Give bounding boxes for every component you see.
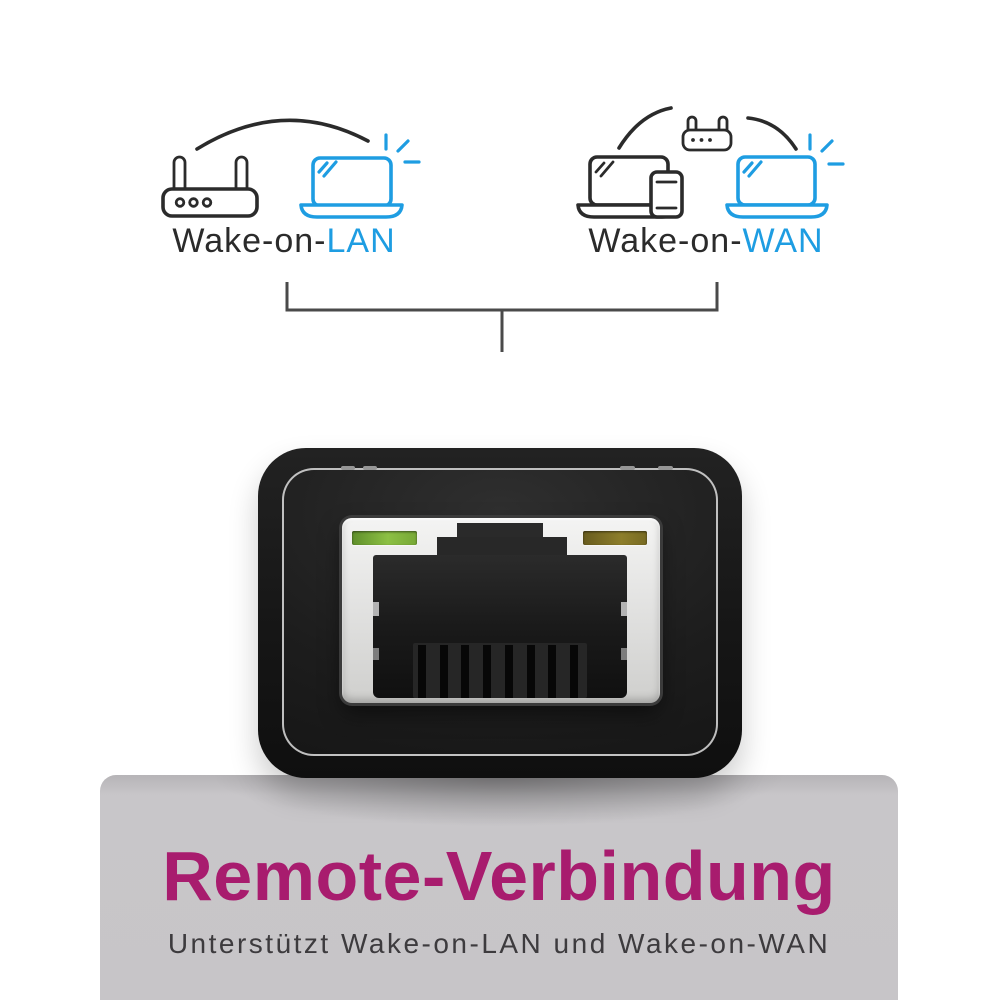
wifi-router-icon — [161, 155, 259, 218]
laptop-icon — [725, 155, 829, 219]
connection-arc-icon — [746, 116, 798, 151]
wake-on-wan-label-suffix: WAN — [742, 222, 824, 260]
wake-on-lan-label-prefix: Wake-on- — [172, 222, 327, 260]
port-pins — [418, 645, 578, 698]
port-latch-slot-step — [437, 537, 567, 556]
wake-on-wan-illustration — [576, 106, 845, 219]
wake-sparks-icon — [808, 133, 845, 166]
wake-on-lan-label: Wake-on-LAN — [84, 224, 484, 258]
laptop-icon — [299, 156, 404, 219]
wake-on-lan-illustration — [161, 118, 421, 219]
rj45-port — [342, 518, 660, 703]
seam-dash — [658, 466, 673, 470]
port-opening — [373, 555, 627, 698]
port-pin — [439, 645, 448, 698]
smartphone-icon — [649, 170, 684, 219]
banner-subtitle: Unterstützt Wake-on-LAN und Wake-on-WAN — [167, 928, 831, 959]
wake-on-wan-label: Wake-on-WAN — [506, 224, 906, 258]
port-side-tab — [621, 602, 627, 616]
grouping-bracket — [285, 282, 719, 352]
port-pin — [504, 645, 513, 698]
port-latch-slot — [457, 523, 543, 538]
caption-banner: Remote-Verbindung Unterstützt Wake-on-LA… — [100, 775, 898, 1000]
port-side-tab — [373, 648, 379, 660]
port-pin — [483, 645, 492, 698]
banner-title: Remote-Verbindung — [162, 837, 836, 915]
connection-arc-icon — [195, 118, 370, 151]
seam-dash — [363, 466, 377, 470]
port-side-tab — [621, 648, 627, 660]
port-pin — [461, 645, 470, 698]
port-pin — [569, 645, 578, 698]
port-pin — [548, 645, 557, 698]
connection-arc-icon — [617, 106, 673, 150]
connectivity-diagram — [161, 106, 845, 352]
wake-sparks-icon — [384, 133, 421, 164]
amber-led — [583, 531, 647, 545]
port-side-tab — [373, 602, 379, 616]
ethernet-adapter — [258, 448, 742, 778]
green-led — [352, 531, 417, 545]
port-pin — [526, 645, 535, 698]
seam-dash — [341, 466, 355, 470]
wifi-router-icon — [681, 115, 733, 152]
wake-on-wan-label-prefix: Wake-on- — [588, 222, 743, 260]
seam-dash — [620, 466, 635, 470]
wake-on-lan-label-suffix: LAN — [326, 222, 396, 260]
port-pin — [418, 645, 426, 698]
